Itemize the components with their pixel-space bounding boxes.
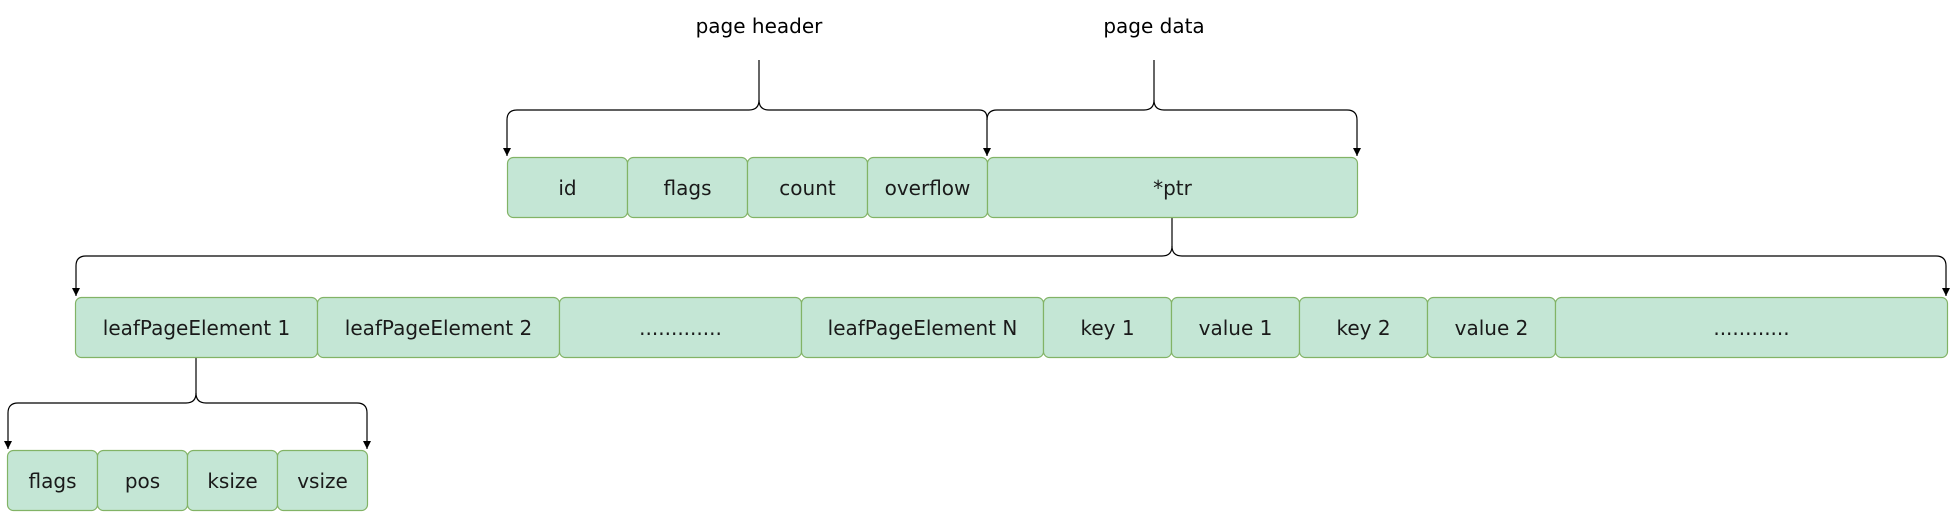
- cell-label: ............: [1713, 316, 1789, 340]
- cell-label: overflow: [885, 176, 971, 200]
- element-cell-leaf-2: leafPageElement 2: [316, 296, 561, 359]
- page-header-bracket: [503, 60, 760, 156]
- cell-label: vsize: [297, 469, 348, 493]
- page-cell-count: count: [746, 156, 869, 219]
- cell-label: id: [558, 176, 576, 200]
- cell-label: value 1: [1199, 316, 1273, 340]
- leaf-element-bracket: [195, 392, 371, 449]
- cell-label: leafPageElement 2: [345, 316, 532, 340]
- cell-label: value 2: [1455, 316, 1529, 340]
- element-cell-value-2: value 2: [1426, 296, 1557, 359]
- element-cell-ellipsis-tail: ............: [1554, 296, 1949, 359]
- cell-label: .............: [639, 316, 722, 340]
- leaf-element-bracket: [4, 357, 197, 449]
- leaf-cell-vsize: vsize: [276, 449, 369, 512]
- page-cell-flags: flags: [626, 156, 749, 219]
- element-cell-key-1: key 1: [1042, 296, 1173, 359]
- element-cell-key-2: key 2: [1298, 296, 1429, 359]
- cell-label: pos: [125, 469, 160, 493]
- cell-label: flags: [664, 176, 712, 200]
- ptr-bracket: [1171, 245, 1950, 296]
- page-cell-ptr: *ptr: [986, 156, 1359, 219]
- cell-label: key 1: [1080, 316, 1134, 340]
- element-cell-leaf-n: leafPageElement N: [800, 296, 1045, 359]
- page-header-label: page header: [696, 14, 824, 38]
- cell-label: leafPageElement N: [828, 316, 1018, 340]
- element-cell-ellipsis: .............: [558, 296, 803, 359]
- connectors: [4, 60, 1950, 449]
- page-data-bracket: [1153, 99, 1361, 156]
- page-cell-id: id: [506, 156, 629, 219]
- element-cell-value-1: value 1: [1170, 296, 1301, 359]
- cell-label: key 2: [1336, 316, 1390, 340]
- element-row: leafPageElement 1 leafPageElement 2 ....…: [74, 296, 1949, 359]
- cell-label: ksize: [207, 469, 257, 493]
- leaf-cell-ksize: ksize: [186, 449, 279, 512]
- page-row: id flags count overflow *ptr: [506, 156, 1359, 219]
- cell-label: *ptr: [1153, 176, 1193, 200]
- ptr-bracket: [72, 217, 1173, 296]
- page-data-label: page data: [1103, 14, 1204, 38]
- page-cell-overflow: overflow: [866, 156, 989, 219]
- cell-label: leafPageElement 1: [103, 316, 290, 340]
- leaf-cell-pos: pos: [96, 449, 189, 512]
- cell-label: count: [779, 176, 836, 200]
- element-cell-leaf-1: leafPageElement 1: [74, 296, 319, 359]
- cell-label: flags: [29, 469, 77, 493]
- page-data-bracket: [986, 60, 1155, 121]
- leaf-cell-flags: flags: [6, 449, 99, 512]
- leaf-fields-row: flags pos ksize vsize: [6, 449, 369, 512]
- page-header-bracket: [758, 99, 991, 156]
